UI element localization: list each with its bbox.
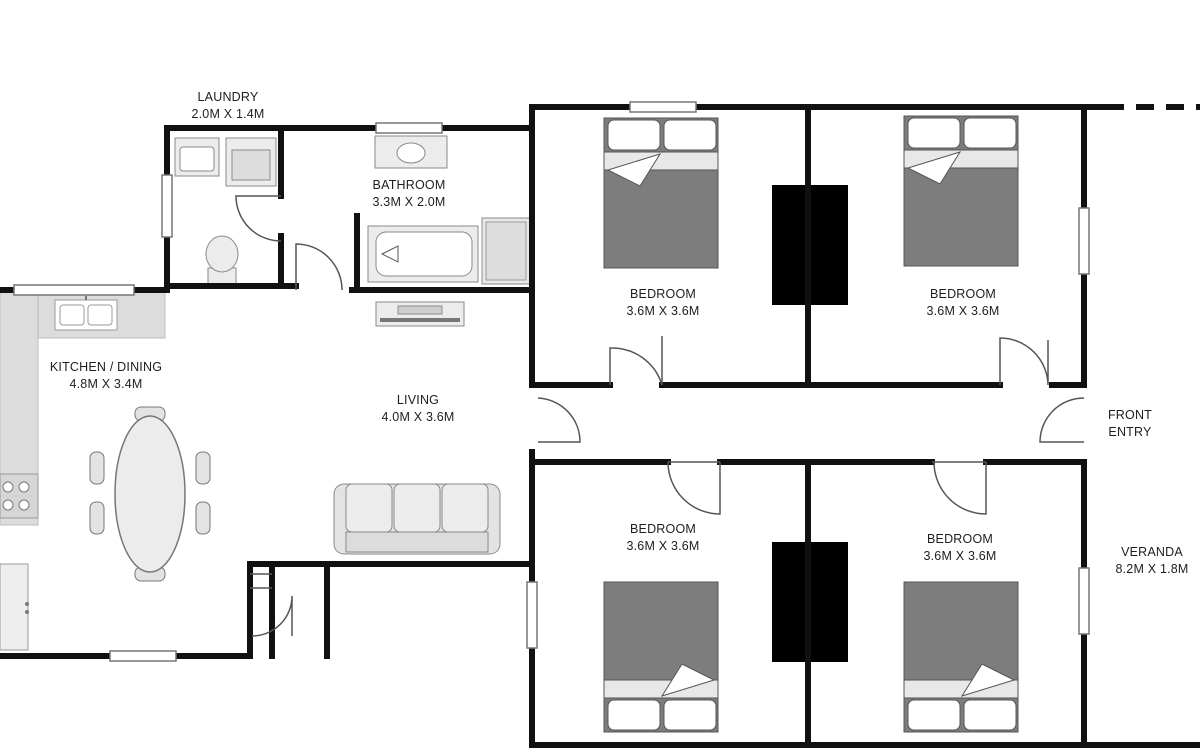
bathtub-icon: [367, 225, 479, 283]
windows: [13, 101, 1090, 662]
bed-icon: [603, 117, 719, 269]
room-name: ENTRY: [1108, 425, 1152, 439]
vanity-basin-icon: [374, 135, 448, 169]
room-name: LAUNDRY: [197, 90, 259, 104]
doors: [235, 195, 1085, 637]
room-name: VERANDA: [1121, 545, 1183, 559]
room-size: 3.6M X 3.6M: [626, 304, 700, 318]
room-size: 4.0M X 3.6M: [381, 410, 455, 424]
sofa-icon: [333, 483, 501, 555]
kitchen-bench: [0, 289, 166, 526]
sink-icon: [54, 296, 118, 331]
room-label-veranda: VERANDA 8.2M X 1.8M: [1115, 544, 1188, 578]
room-label-laundry: LAUNDRY 2.0M X 1.4M: [191, 89, 264, 123]
walls: [0, 104, 1200, 748]
bed-icon: [603, 581, 719, 733]
room-size: 3.6M X 3.6M: [626, 539, 700, 553]
room-size: 3.6M X 3.6M: [923, 549, 997, 563]
laundry-tub-icon: [174, 137, 220, 177]
stairs-icon: [250, 573, 272, 589]
room-label-kitchen: KITCHEN / DINING 4.8M X 3.4M: [50, 359, 162, 393]
room-label-bedroom: BEDROOM 3.6M X 3.6M: [626, 521, 699, 555]
fridge-icon: [0, 563, 29, 651]
room-size: 2.0M X 1.4M: [191, 107, 265, 121]
room-name: BEDROOM: [927, 532, 993, 546]
room-label-front-entry: FRONT ENTRY: [1108, 407, 1152, 441]
room-size: 8.2M X 1.8M: [1115, 562, 1189, 576]
bed-icon: [903, 581, 1019, 733]
room-name: BEDROOM: [630, 522, 696, 536]
shower-icon: [481, 217, 531, 285]
room-name: BEDROOM: [630, 287, 696, 301]
room-label-bedroom: BEDROOM 3.6M X 3.6M: [923, 531, 996, 565]
room-label-bedroom: BEDROOM 3.6M X 3.6M: [626, 286, 699, 320]
cooktop-icon: [0, 473, 39, 519]
bed-icon: [903, 115, 1019, 267]
dining-table-icon: [89, 406, 211, 582]
room-label-bedroom: BEDROOM 3.6M X 3.6M: [926, 286, 999, 320]
room-name: LIVING: [396, 393, 440, 407]
room-name: BEDROOM: [930, 287, 996, 301]
room-size: 4.8M X 3.4M: [69, 377, 143, 391]
tv-unit-icon: [375, 301, 465, 327]
room-label-living: LIVING 4.0M X 3.6M: [381, 392, 454, 426]
washing-machine-icon: [225, 137, 277, 187]
room-label-bathroom: BATHROOM 3.3M X 2.0M: [372, 177, 445, 211]
room-name: BATHROOM: [372, 178, 446, 192]
room-name: KITCHEN / DINING: [49, 360, 163, 374]
room-name: FRONT: [1107, 408, 1153, 422]
toilet-icon: [205, 235, 239, 285]
room-size: 3.3M X 2.0M: [372, 195, 446, 209]
room-size: 3.6M X 3.6M: [926, 304, 1000, 318]
